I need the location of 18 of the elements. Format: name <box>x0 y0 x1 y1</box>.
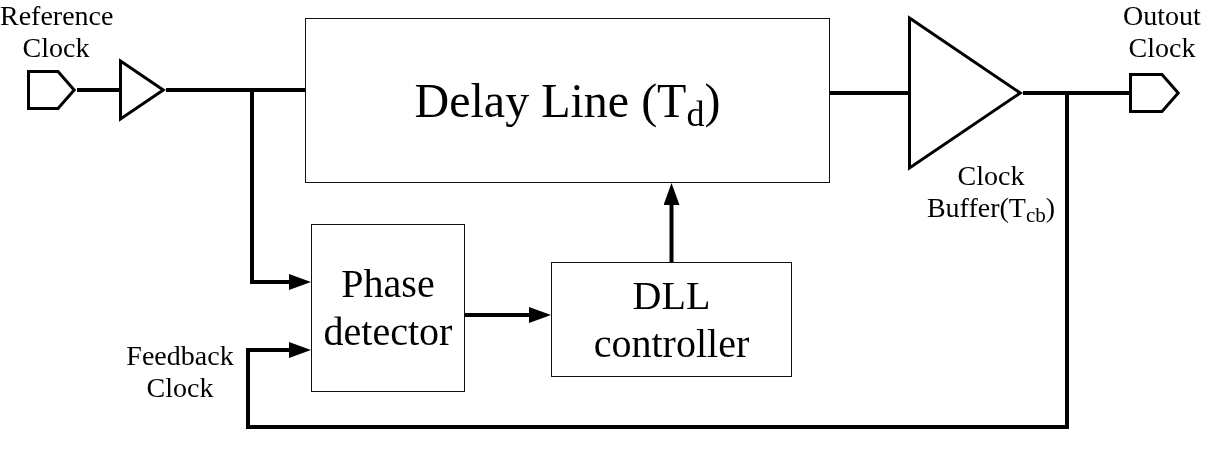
box-label: Delay Line (T$_{d}$) <box>414 72 721 130</box>
connector-line <box>830 91 908 95</box>
caption-text: Clock Buffer(T$_{cb}$) <box>925 160 1057 224</box>
arrow <box>663 183 680 262</box>
arrow <box>246 91 1069 429</box>
block-box <box>305 18 830 183</box>
box-label: DLL controller <box>592 271 751 368</box>
buffer-triangle <box>119 58 166 122</box>
block-box <box>551 262 792 377</box>
port-symbol <box>27 70 77 110</box>
caption-text: Reference Clock <box>0 0 112 64</box>
arrow <box>465 307 551 323</box>
block-box <box>311 224 465 392</box>
caption-text: Outout Clock <box>1122 0 1202 64</box>
connector-line <box>77 88 119 92</box>
port-symbol <box>1129 73 1181 113</box>
box-label: Phase detector <box>322 260 454 356</box>
arrow <box>166 88 311 290</box>
